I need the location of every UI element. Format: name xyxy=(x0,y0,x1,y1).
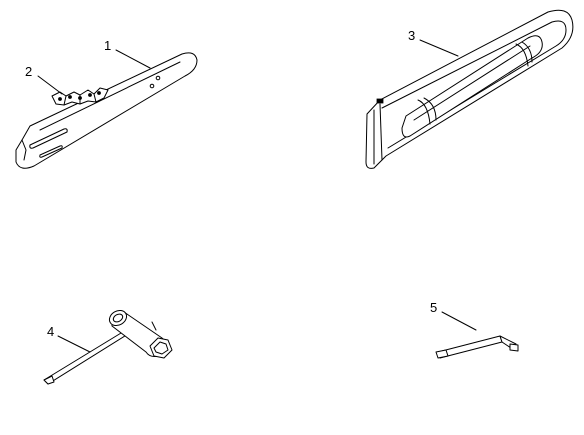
callout-3: 3 xyxy=(408,28,415,43)
callout-4: 4 xyxy=(47,324,54,339)
combination-wrench-part xyxy=(43,309,173,385)
leader-lines xyxy=(37,39,477,353)
hex-key-part xyxy=(435,335,519,359)
callout-2: 2 xyxy=(25,64,32,79)
leader-line-2 xyxy=(37,75,63,95)
leader-line-4 xyxy=(57,335,91,353)
guide-bar-part xyxy=(15,52,198,169)
leader-line-5 xyxy=(441,311,477,331)
callout-labels: 1 2 3 4 5 xyxy=(25,28,437,339)
callout-5: 5 xyxy=(430,300,437,315)
callout-1: 1 xyxy=(104,38,111,53)
saw-chain-part xyxy=(51,87,109,106)
leader-line-1 xyxy=(115,49,151,69)
bar-cover-part xyxy=(365,9,574,169)
leader-line-3 xyxy=(419,39,459,57)
